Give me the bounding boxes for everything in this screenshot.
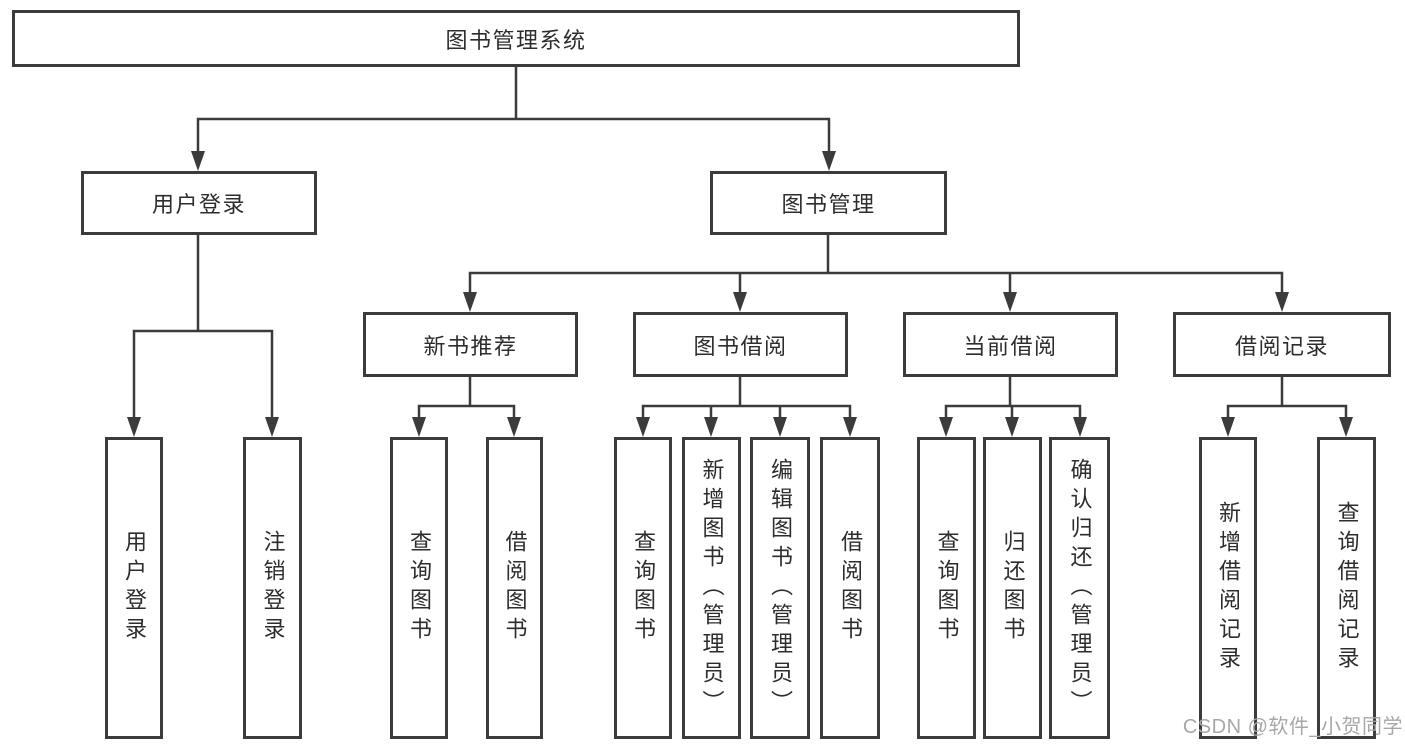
leaf-return-book: 归还图书	[983, 437, 1042, 739]
leaf-query-book-borrow: 查询图书	[614, 437, 672, 739]
leaf-add-book-admin: 新增图书（管理员）	[682, 437, 741, 739]
node-borrow-record-label: 借阅记录	[1234, 333, 1329, 359]
leaf-query-book-recommend-label: 查询图书	[407, 530, 432, 646]
leaf-add-book-admin-label: 新增图书（管理员）	[699, 457, 725, 719]
leaf-confirm-return-admin-label: 确认归还（管理员）	[1067, 457, 1093, 719]
leaf-borrow-book: 借阅图书	[820, 437, 880, 739]
leaf-borrow-book-label: 借阅图书	[838, 530, 863, 646]
leaf-borrow-book-recommend: 借阅图书	[486, 437, 543, 739]
leaf-user-login-label: 用户登录	[122, 530, 147, 646]
leaf-user-login: 用户登录	[105, 437, 163, 739]
node-current-borrow: 当前借阅	[903, 312, 1118, 377]
leaf-confirm-return-admin: 确认归还（管理员）	[1049, 437, 1110, 739]
leaf-borrow-book-recommend-label: 借阅图书	[502, 530, 528, 646]
node-root-label: 图书管理系统	[445, 27, 587, 53]
watermark: CSDN @软件_小贺同学	[1182, 716, 1403, 738]
node-user-login-label: 用户登录	[151, 192, 246, 217]
node-new-book-recommend: 新书推荐	[363, 312, 578, 377]
leaf-query-borrow-record-label: 查询借阅记录	[1334, 501, 1360, 675]
node-current-borrow-label: 当前借阅	[963, 333, 1058, 359]
leaf-logout-label: 注销登录	[260, 530, 286, 646]
node-root: 图书管理系统	[12, 10, 1020, 67]
leaf-edit-book-admin: 编辑图书（管理员）	[750, 437, 810, 739]
leaf-query-book-current-label: 查询图书	[934, 530, 960, 646]
node-book-borrow-label: 图书借阅	[693, 333, 788, 359]
node-book-management-label: 图书管理	[781, 192, 876, 217]
leaf-add-borrow-record: 新增借阅记录	[1199, 437, 1257, 739]
node-book-borrow: 图书借阅	[633, 312, 848, 377]
leaf-return-book-label: 归还图书	[1000, 530, 1026, 646]
node-borrow-record: 借阅记录	[1173, 312, 1391, 377]
leaf-logout: 注销登录	[243, 437, 302, 739]
leaf-query-book-recommend: 查询图书	[390, 437, 448, 739]
node-book-management: 图书管理	[710, 171, 947, 235]
leaf-add-borrow-record-label: 新增借阅记录	[1216, 501, 1241, 675]
leaf-query-book-current: 查询图书	[917, 437, 976, 739]
leaf-edit-book-admin-label: 编辑图书（管理员）	[768, 457, 793, 719]
node-new-book-recommend-label: 新书推荐	[423, 333, 518, 359]
node-user-login: 用户登录	[81, 171, 317, 235]
leaf-query-borrow-record: 查询借阅记录	[1317, 437, 1376, 739]
leaf-query-book-borrow-label: 查询图书	[631, 530, 656, 646]
